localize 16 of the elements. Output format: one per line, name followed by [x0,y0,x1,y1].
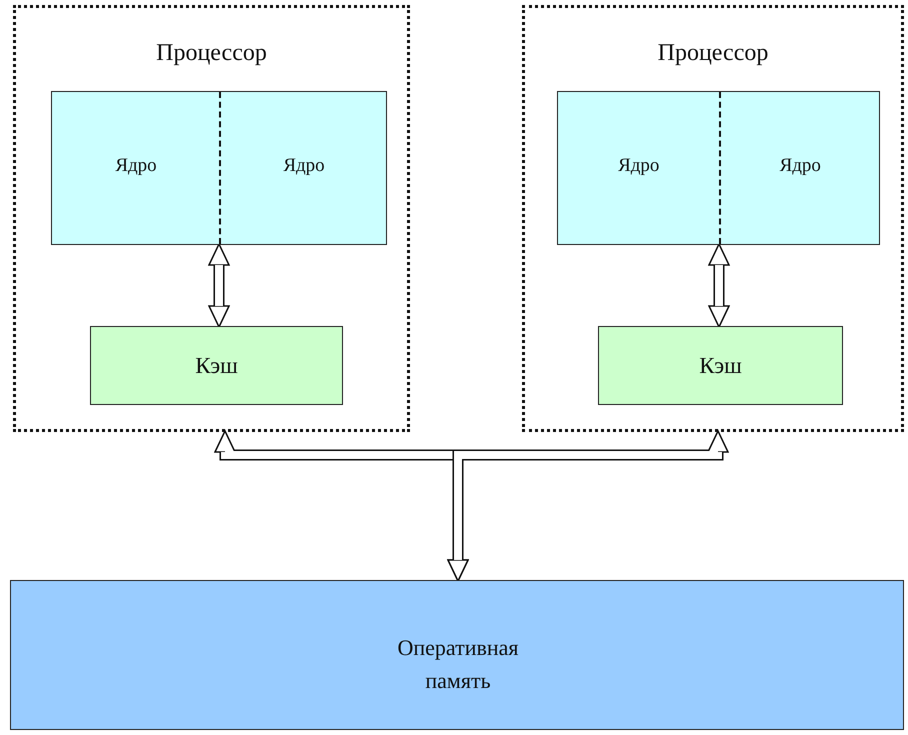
core-label: Ядро [617,155,660,177]
memory-label: Оперативная память [396,634,520,695]
processor-box [522,5,904,432]
processor-title: Процессор [656,40,770,67]
core-label: Ядро [114,155,158,177]
core-label: Ядро [778,155,822,177]
core-label: Ядро [282,155,326,177]
cache-box [90,326,343,405]
cache-box [598,326,843,405]
core-block [557,91,880,245]
processor-box [13,5,410,432]
cache-label: Кэш [194,352,239,378]
cache-label: Кэш [698,352,743,378]
processor-title: Процессор [155,40,268,67]
memory-box [10,580,904,730]
core-block [51,91,387,245]
